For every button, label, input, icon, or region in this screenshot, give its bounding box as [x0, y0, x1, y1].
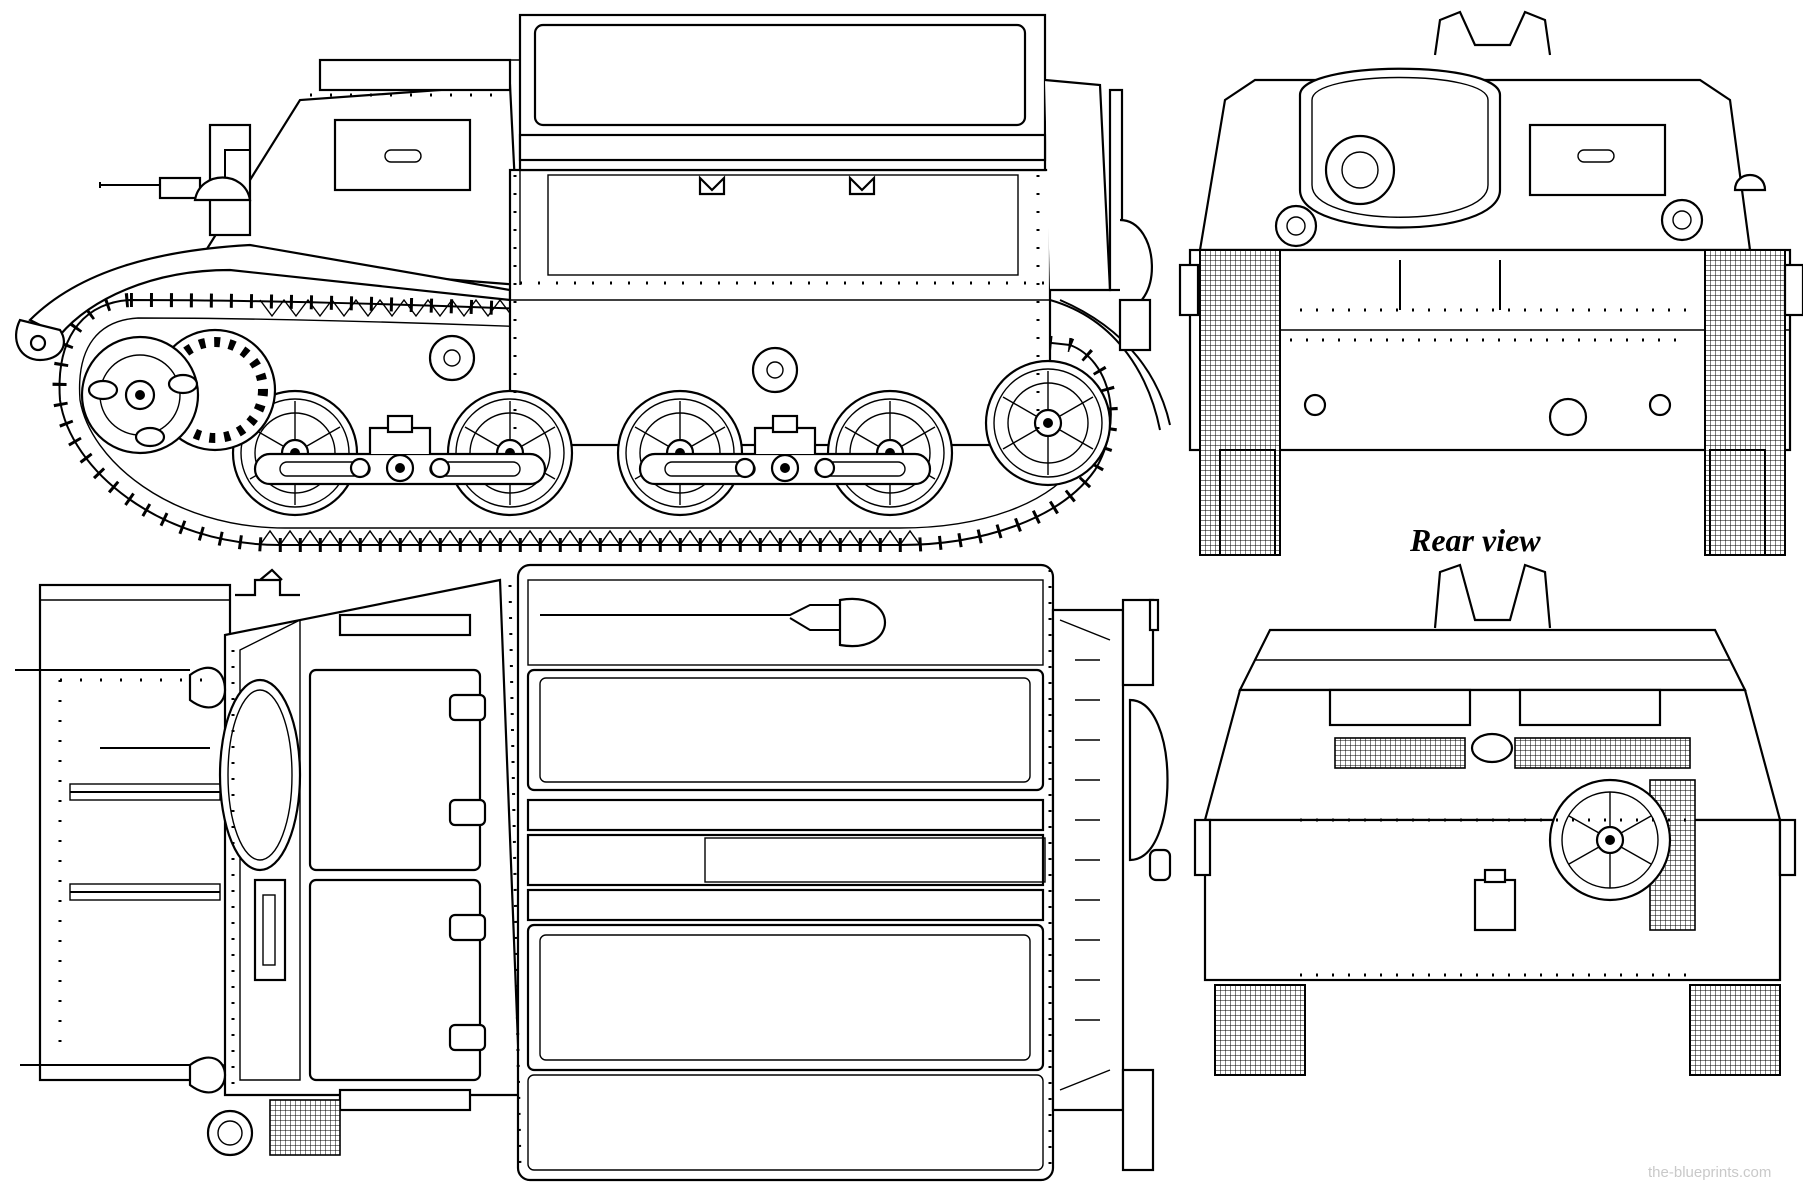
rear-view [1193, 563, 1797, 1076]
side-view [15, 13, 1171, 552]
rear-view-label: Rear view [1410, 522, 1541, 558]
top-view [15, 563, 1172, 1182]
front-view [1178, 10, 1803, 556]
watermark-credit: the-blueprints.com [1648, 1164, 1772, 1181]
